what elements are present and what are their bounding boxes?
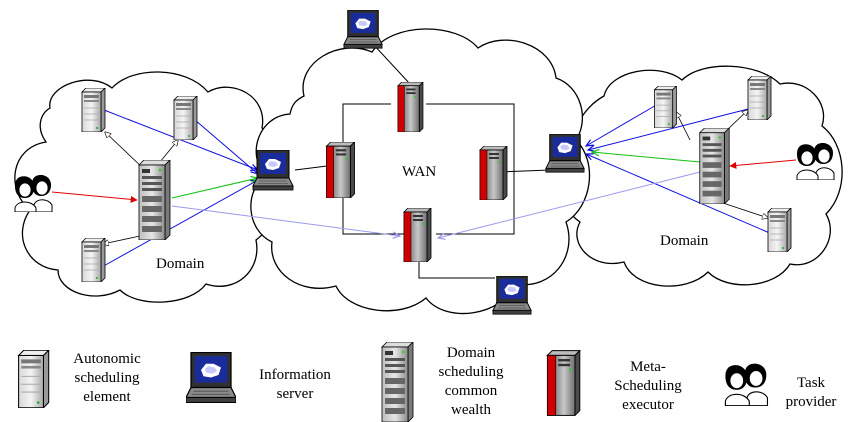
scheduling-link bbox=[592, 152, 701, 163]
information-server-icon bbox=[545, 134, 585, 173]
structure-link bbox=[103, 235, 141, 244]
information-link bbox=[99, 180, 258, 269]
meta-scheduling-icon bbox=[546, 350, 581, 416]
domain-scheduling-icon bbox=[381, 342, 414, 422]
domain-scheduling-icon bbox=[138, 160, 171, 240]
information-server-icon bbox=[343, 10, 383, 49]
information-server-icon bbox=[492, 276, 532, 315]
information-link bbox=[586, 154, 773, 235]
autonomic-element-icon bbox=[81, 238, 106, 282]
information-server-icon bbox=[186, 352, 236, 404]
task-submission-link bbox=[51, 191, 138, 203]
autonomic-element-icon bbox=[173, 96, 198, 140]
wan-ring-link bbox=[418, 258, 495, 279]
task-submission-link bbox=[729, 159, 797, 169]
meta-scheduling-icon bbox=[397, 82, 424, 132]
autonomic-element-icon bbox=[767, 208, 792, 252]
wan-label: WAN bbox=[402, 164, 437, 180]
autonomic-element-icon bbox=[81, 88, 106, 132]
meta-link bbox=[171, 205, 400, 236]
autonomic-element-icon bbox=[654, 86, 677, 128]
information-link bbox=[103, 109, 258, 170]
structure-link bbox=[726, 110, 748, 131]
scheduling-link bbox=[171, 178, 258, 199]
wan-ring-link bbox=[499, 169, 551, 173]
wan-ring-link bbox=[426, 103, 515, 235]
autonomic-element-icon bbox=[747, 76, 772, 120]
meta-scheduling-icon bbox=[479, 146, 508, 200]
wan-ring-link bbox=[294, 165, 328, 171]
domain-scheduling-icon bbox=[699, 128, 730, 204]
autonomic-element-icon bbox=[17, 350, 50, 408]
right-domain-label: Domain bbox=[660, 233, 709, 249]
information-link bbox=[194, 119, 258, 174]
structure-link bbox=[105, 132, 146, 171]
information-link bbox=[586, 103, 659, 146]
information-link bbox=[588, 107, 753, 150]
task-provider-icon bbox=[724, 363, 769, 406]
left-domain-label: Domain bbox=[156, 256, 205, 272]
wan-ring-link bbox=[372, 43, 411, 85]
meta-scheduling-icon bbox=[325, 142, 356, 198]
meta-scheduling-icon bbox=[403, 208, 432, 262]
information-server-icon bbox=[252, 150, 294, 191]
meta-link bbox=[438, 171, 701, 238]
